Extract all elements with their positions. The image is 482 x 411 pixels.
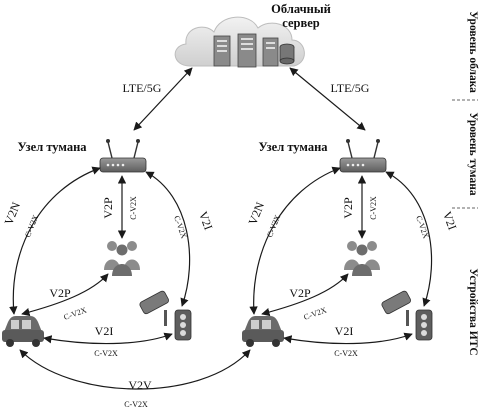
car-icon [242, 316, 284, 347]
left-v2i-vertical-arrow [145, 171, 191, 307]
right-v2n-arrow [249, 166, 341, 315]
left-v2i-vertical-sublabel: C-V2X [172, 215, 189, 240]
right-v2i-vertical-label: V2I [440, 209, 460, 231]
router-icon [339, 139, 387, 173]
right-fog-node-label: Узел тумана [258, 140, 328, 154]
cloud-server-title-line2: сервер [282, 16, 319, 30]
left-v2i-vertical-label: V2I [196, 209, 216, 231]
left-v2p-sublabel: C-V2X [63, 305, 88, 322]
right-v2i-vertical-arrow [385, 171, 433, 307]
right-v2n-label: V2N [245, 200, 267, 227]
camera-icon [381, 290, 411, 326]
v2v-sublabel: C-V2X [124, 400, 148, 409]
right-v2p-label: V2P [289, 286, 311, 300]
level-label-fog: Уровень тумана [467, 112, 479, 195]
right-v2p-arrow [261, 273, 349, 317]
left-v2p-vertical-sublabel: C-V2X [129, 196, 138, 220]
left-v2n-sublabel: C-V2X [23, 213, 40, 238]
left-v2n-label: V2N [1, 200, 23, 227]
router-icon [99, 139, 147, 173]
traffic-light-icon [415, 309, 433, 341]
people-icon [344, 241, 380, 276]
right-v2n-sublabel: C-V2X [265, 213, 282, 238]
cloud-server-title-line1: Облачный [271, 2, 331, 16]
v2v-label: V2V [128, 378, 152, 392]
right-v2i-sublabel: C-V2X [334, 349, 358, 358]
right-uplink-label: LTE/5G [331, 81, 370, 95]
right-uplink-arrow [289, 67, 366, 131]
left-v2p-label: V2P [49, 286, 71, 300]
right-v2i-arrow [283, 332, 413, 345]
left-fog-node-label: Узел тумана [17, 140, 87, 154]
camera-icon [139, 290, 169, 326]
right-v2p-vertical-sublabel: C-V2X [369, 196, 378, 220]
right-v2i-label: V2I [335, 324, 354, 338]
left-v2p-vertical-label: V2P [101, 197, 115, 219]
right-v2i-vertical-sublabel: C-V2X [414, 215, 431, 240]
server-icon [213, 33, 295, 68]
left-v2n-arrow [9, 166, 101, 315]
level-label-cloud: Уровень облака [467, 11, 479, 93]
people-icon [104, 241, 140, 276]
left-uplink-arrow [133, 67, 193, 131]
left-v2i-arrow [43, 332, 173, 345]
right-v2p-sublabel: C-V2X [303, 305, 328, 322]
v2v-arrow [19, 349, 251, 390]
right-v2p-vertical-label: V2P [341, 197, 355, 219]
left-v2i-label: V2I [95, 324, 114, 338]
level-label-devices: Устройства ИТС [467, 268, 479, 355]
right-cluster: Узел тумана [242, 139, 460, 358]
left-v2p-arrow [21, 273, 109, 317]
left-cluster: Узел тумана [1, 139, 216, 358]
left-v2i-sublabel: C-V2X [94, 349, 118, 358]
left-uplink-label: LTE/5G [123, 81, 162, 95]
car-icon [2, 316, 44, 347]
traffic-light-icon [174, 309, 192, 341]
